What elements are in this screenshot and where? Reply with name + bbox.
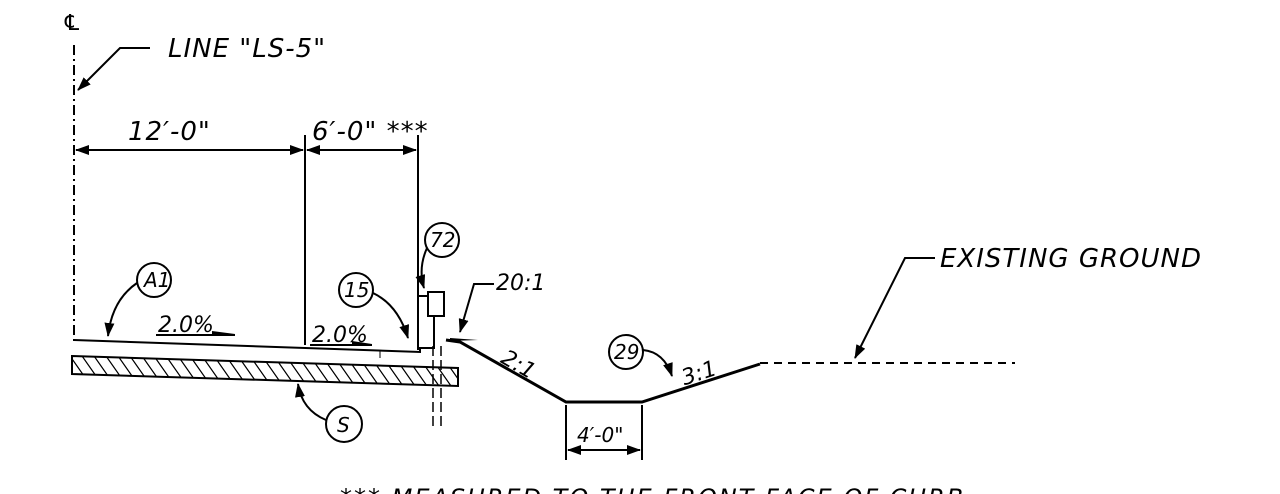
subbase-hatched [71,354,459,388]
slope-20-1-label: 20:1 [496,271,545,296]
line-ls5-leader [77,47,150,91]
callout-29: 29 [608,334,673,377]
ditch-width-label: 4′-0" [577,423,623,447]
svg-text:72: 72 [430,228,455,252]
existing-ground-leader [854,257,935,359]
centerline-symbol: ℄ [62,11,82,36]
callout-15: 15 [338,272,410,339]
ditch-profile [445,338,761,404]
line-ls5-label: LINE "LS-5" [168,34,326,64]
dim-lane-label: 12′-0" [128,117,211,147]
callout-72: 72 [415,222,460,289]
existing-ground-label: EXISTING GROUND [940,244,1202,274]
dim-shoulder-label: 6′-0" *** [312,117,429,147]
measurement-note: *** MEASURED TO THE FRONT FACE OF CURB [340,484,965,494]
svg-text:A1: A1 [142,268,170,292]
slope-shoulder-arrow [352,341,372,344]
slope-lane-arrow [212,331,235,334]
barrier-block [427,291,445,317]
slope-lane-label: 2.0% [158,313,214,338]
callout-s: S [295,383,363,443]
slope-20-1-arrow [450,338,478,341]
slope-20-1-leader [458,283,494,333]
callout-a1: A1 [104,262,172,337]
svg-text:15: 15 [344,278,369,302]
slope-3-1-label: 3:1 [679,356,720,391]
svg-text:S: S [337,413,350,437]
slope-2-1-label: 2:1 [497,345,540,384]
svg-text:29: 29 [614,340,639,364]
